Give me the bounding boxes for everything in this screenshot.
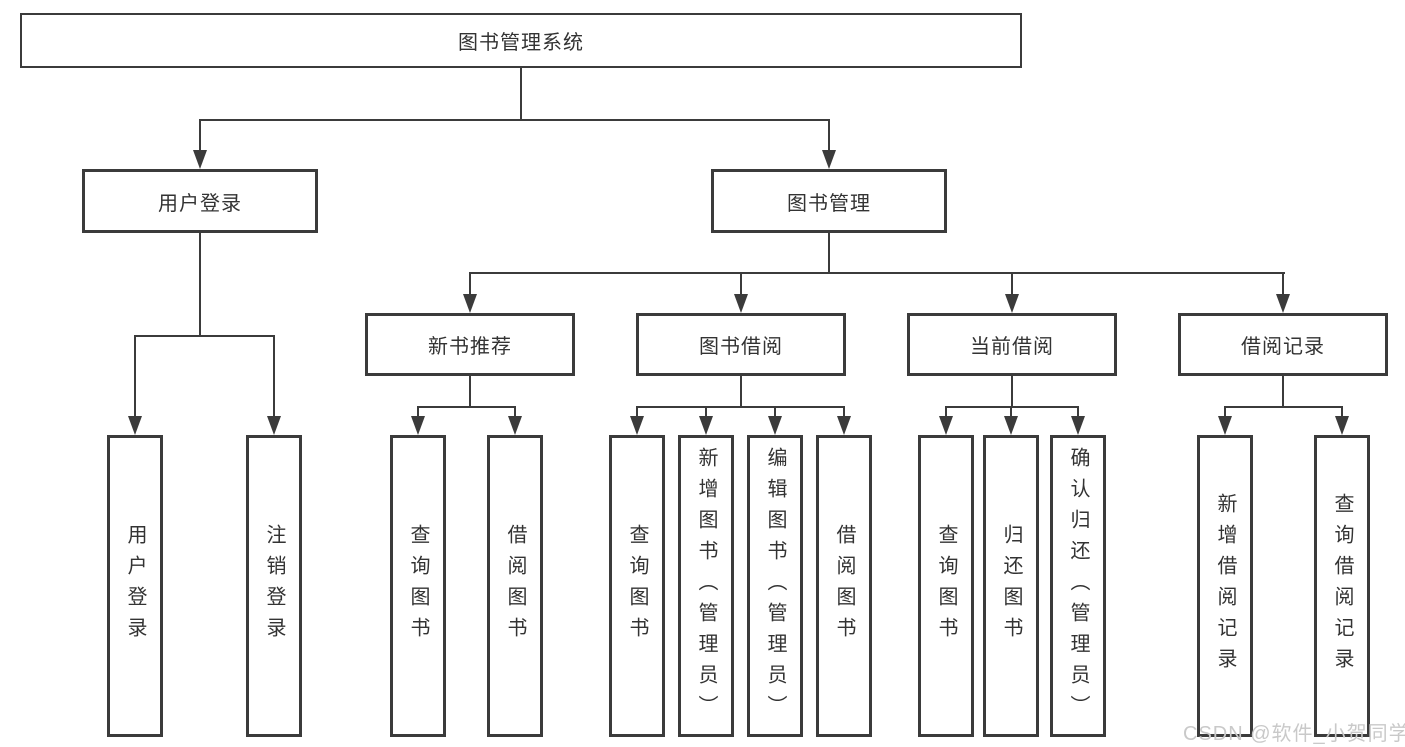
connector-book-management-stub — [828, 233, 830, 274]
node-current-borrow: 当前借阅 — [907, 313, 1117, 376]
connector-root-stub — [520, 68, 522, 119]
arrowhead-new-book — [463, 294, 477, 313]
leaf-current-query-books-label: 查询图书 — [935, 524, 957, 648]
leaf-current-confirm-return-admin-label: 确认归还（管理员） — [1067, 446, 1089, 726]
connector-drop-borrow-records — [1282, 272, 1284, 296]
leaf-borrow-edit-book-admin-label: 编辑图书（管理员） — [764, 446, 786, 726]
leaf-newbook-query-books-label: 查询图书 — [407, 524, 429, 648]
node-root-label: 图书管理系统 — [458, 32, 584, 54]
leaf-logout-label: 注销登录 — [263, 524, 285, 648]
arrowhead-book-borrow — [734, 294, 748, 313]
connector-borrow-records-stub — [1282, 376, 1284, 407]
arrowhead-current-confirm — [1071, 416, 1085, 435]
leaf-records-add-record-label: 新增借阅记录 — [1214, 493, 1236, 679]
node-current-borrow-label: 当前借阅 — [970, 336, 1054, 358]
leaf-newbook-borrow-books-label: 借阅图书 — [504, 524, 526, 648]
connector-current-borrow-rail — [945, 406, 1079, 408]
connector-level3-rail — [469, 272, 1285, 274]
leaf-user-login-label: 用户登录 — [124, 524, 146, 648]
arrowhead-borrow-edit — [768, 416, 782, 435]
connector-user-login-stub — [199, 233, 201, 335]
connector-book-borrow-stub — [740, 376, 742, 407]
arrowhead-book-management — [822, 150, 836, 169]
leaf-borrow-add-book-admin: 新增图书（管理员） — [678, 435, 734, 737]
arrowhead-current-borrow — [1005, 294, 1019, 313]
connector-drop-leaf-logout — [273, 335, 275, 417]
node-new-book-recommend: 新书推荐 — [365, 313, 575, 376]
arrowhead-current-return — [1004, 416, 1018, 435]
leaf-borrow-add-book-admin-label: 新增图书（管理员） — [695, 446, 717, 726]
arrowhead-borrow-query — [630, 416, 644, 435]
connector-drop-leaf-login — [134, 335, 136, 417]
arrowhead-records-add — [1218, 416, 1232, 435]
arrowhead-leaf-login — [128, 416, 142, 435]
connector-drop-book-management — [828, 119, 830, 153]
connector-drop-book-borrow — [740, 272, 742, 296]
arrowhead-leaf-logout — [267, 416, 281, 435]
connector-drop-borrow-edit — [774, 406, 776, 418]
arrowhead-borrow-add — [699, 416, 713, 435]
node-book-management: 图书管理 — [711, 169, 947, 233]
node-borrow-records-label: 借阅记录 — [1241, 336, 1325, 358]
leaf-current-return-books-label: 归还图书 — [1000, 524, 1022, 648]
connector-drop-borrow-add — [705, 406, 707, 418]
connector-level1-rail — [199, 119, 830, 121]
connector-drop-current-return — [1010, 406, 1012, 418]
connector-drop-newbook-query — [417, 406, 419, 418]
leaf-newbook-query-books: 查询图书 — [390, 435, 446, 737]
arrowhead-current-query — [939, 416, 953, 435]
connector-book-borrow-rail — [636, 406, 845, 408]
leaf-borrow-edit-book-admin: 编辑图书（管理员） — [747, 435, 803, 737]
node-user-login-label: 用户登录 — [158, 192, 242, 215]
connector-drop-records-query — [1341, 406, 1343, 418]
connector-drop-current-borrow — [1011, 272, 1013, 296]
arrowhead-newbook-borrow — [508, 416, 522, 435]
arrowhead-borrow-records — [1276, 294, 1290, 313]
leaf-records-query-record: 查询借阅记录 — [1314, 435, 1370, 737]
leaf-user-login: 用户登录 — [107, 435, 163, 737]
leaf-newbook-borrow-books: 借阅图书 — [487, 435, 543, 737]
connector-drop-borrow-query — [636, 406, 638, 418]
connector-drop-records-add — [1224, 406, 1226, 418]
leaf-borrow-query-books-label: 查询图书 — [626, 524, 648, 648]
node-book-management-label: 图书管理 — [787, 192, 871, 215]
leaf-current-query-books: 查询图书 — [918, 435, 974, 737]
leaf-current-confirm-return-admin: 确认归还（管理员） — [1050, 435, 1106, 737]
connector-user-login-rail — [134, 335, 275, 337]
connector-borrow-records-rail — [1224, 406, 1343, 408]
arrowhead-records-query — [1335, 416, 1349, 435]
connector-drop-borrow-borrow — [843, 406, 845, 418]
node-book-borrow: 图书借阅 — [636, 313, 846, 376]
arrowhead-user-login — [193, 150, 207, 169]
leaf-borrow-borrow-books-label: 借阅图书 — [833, 524, 855, 648]
node-root: 图书管理系统 — [20, 13, 1022, 68]
leaf-records-add-record: 新增借阅记录 — [1197, 435, 1253, 737]
node-user-login: 用户登录 — [82, 169, 318, 233]
connector-drop-current-confirm — [1077, 406, 1079, 418]
arrowhead-newbook-query — [411, 416, 425, 435]
node-borrow-records: 借阅记录 — [1178, 313, 1388, 376]
leaf-current-return-books: 归还图书 — [983, 435, 1039, 737]
connector-drop-current-query — [945, 406, 947, 418]
connector-drop-newbook-borrow — [514, 406, 516, 418]
connector-new-book-rail — [417, 406, 516, 408]
leaf-borrow-borrow-books: 借阅图书 — [816, 435, 872, 737]
leaf-borrow-query-books: 查询图书 — [609, 435, 665, 737]
connector-drop-user-login — [199, 119, 201, 153]
connector-drop-new-book — [469, 272, 471, 296]
connector-current-borrow-stub — [1011, 376, 1013, 407]
arrowhead-borrow-borrow — [837, 416, 851, 435]
node-new-book-recommend-label: 新书推荐 — [428, 336, 512, 358]
connector-new-book-stub — [469, 376, 471, 407]
csdn-watermark: CSDN @软件_小贺同学 — [1183, 723, 1405, 745]
node-book-borrow-label: 图书借阅 — [699, 336, 783, 358]
leaf-logout: 注销登录 — [246, 435, 302, 737]
leaf-records-query-record-label: 查询借阅记录 — [1331, 493, 1353, 679]
